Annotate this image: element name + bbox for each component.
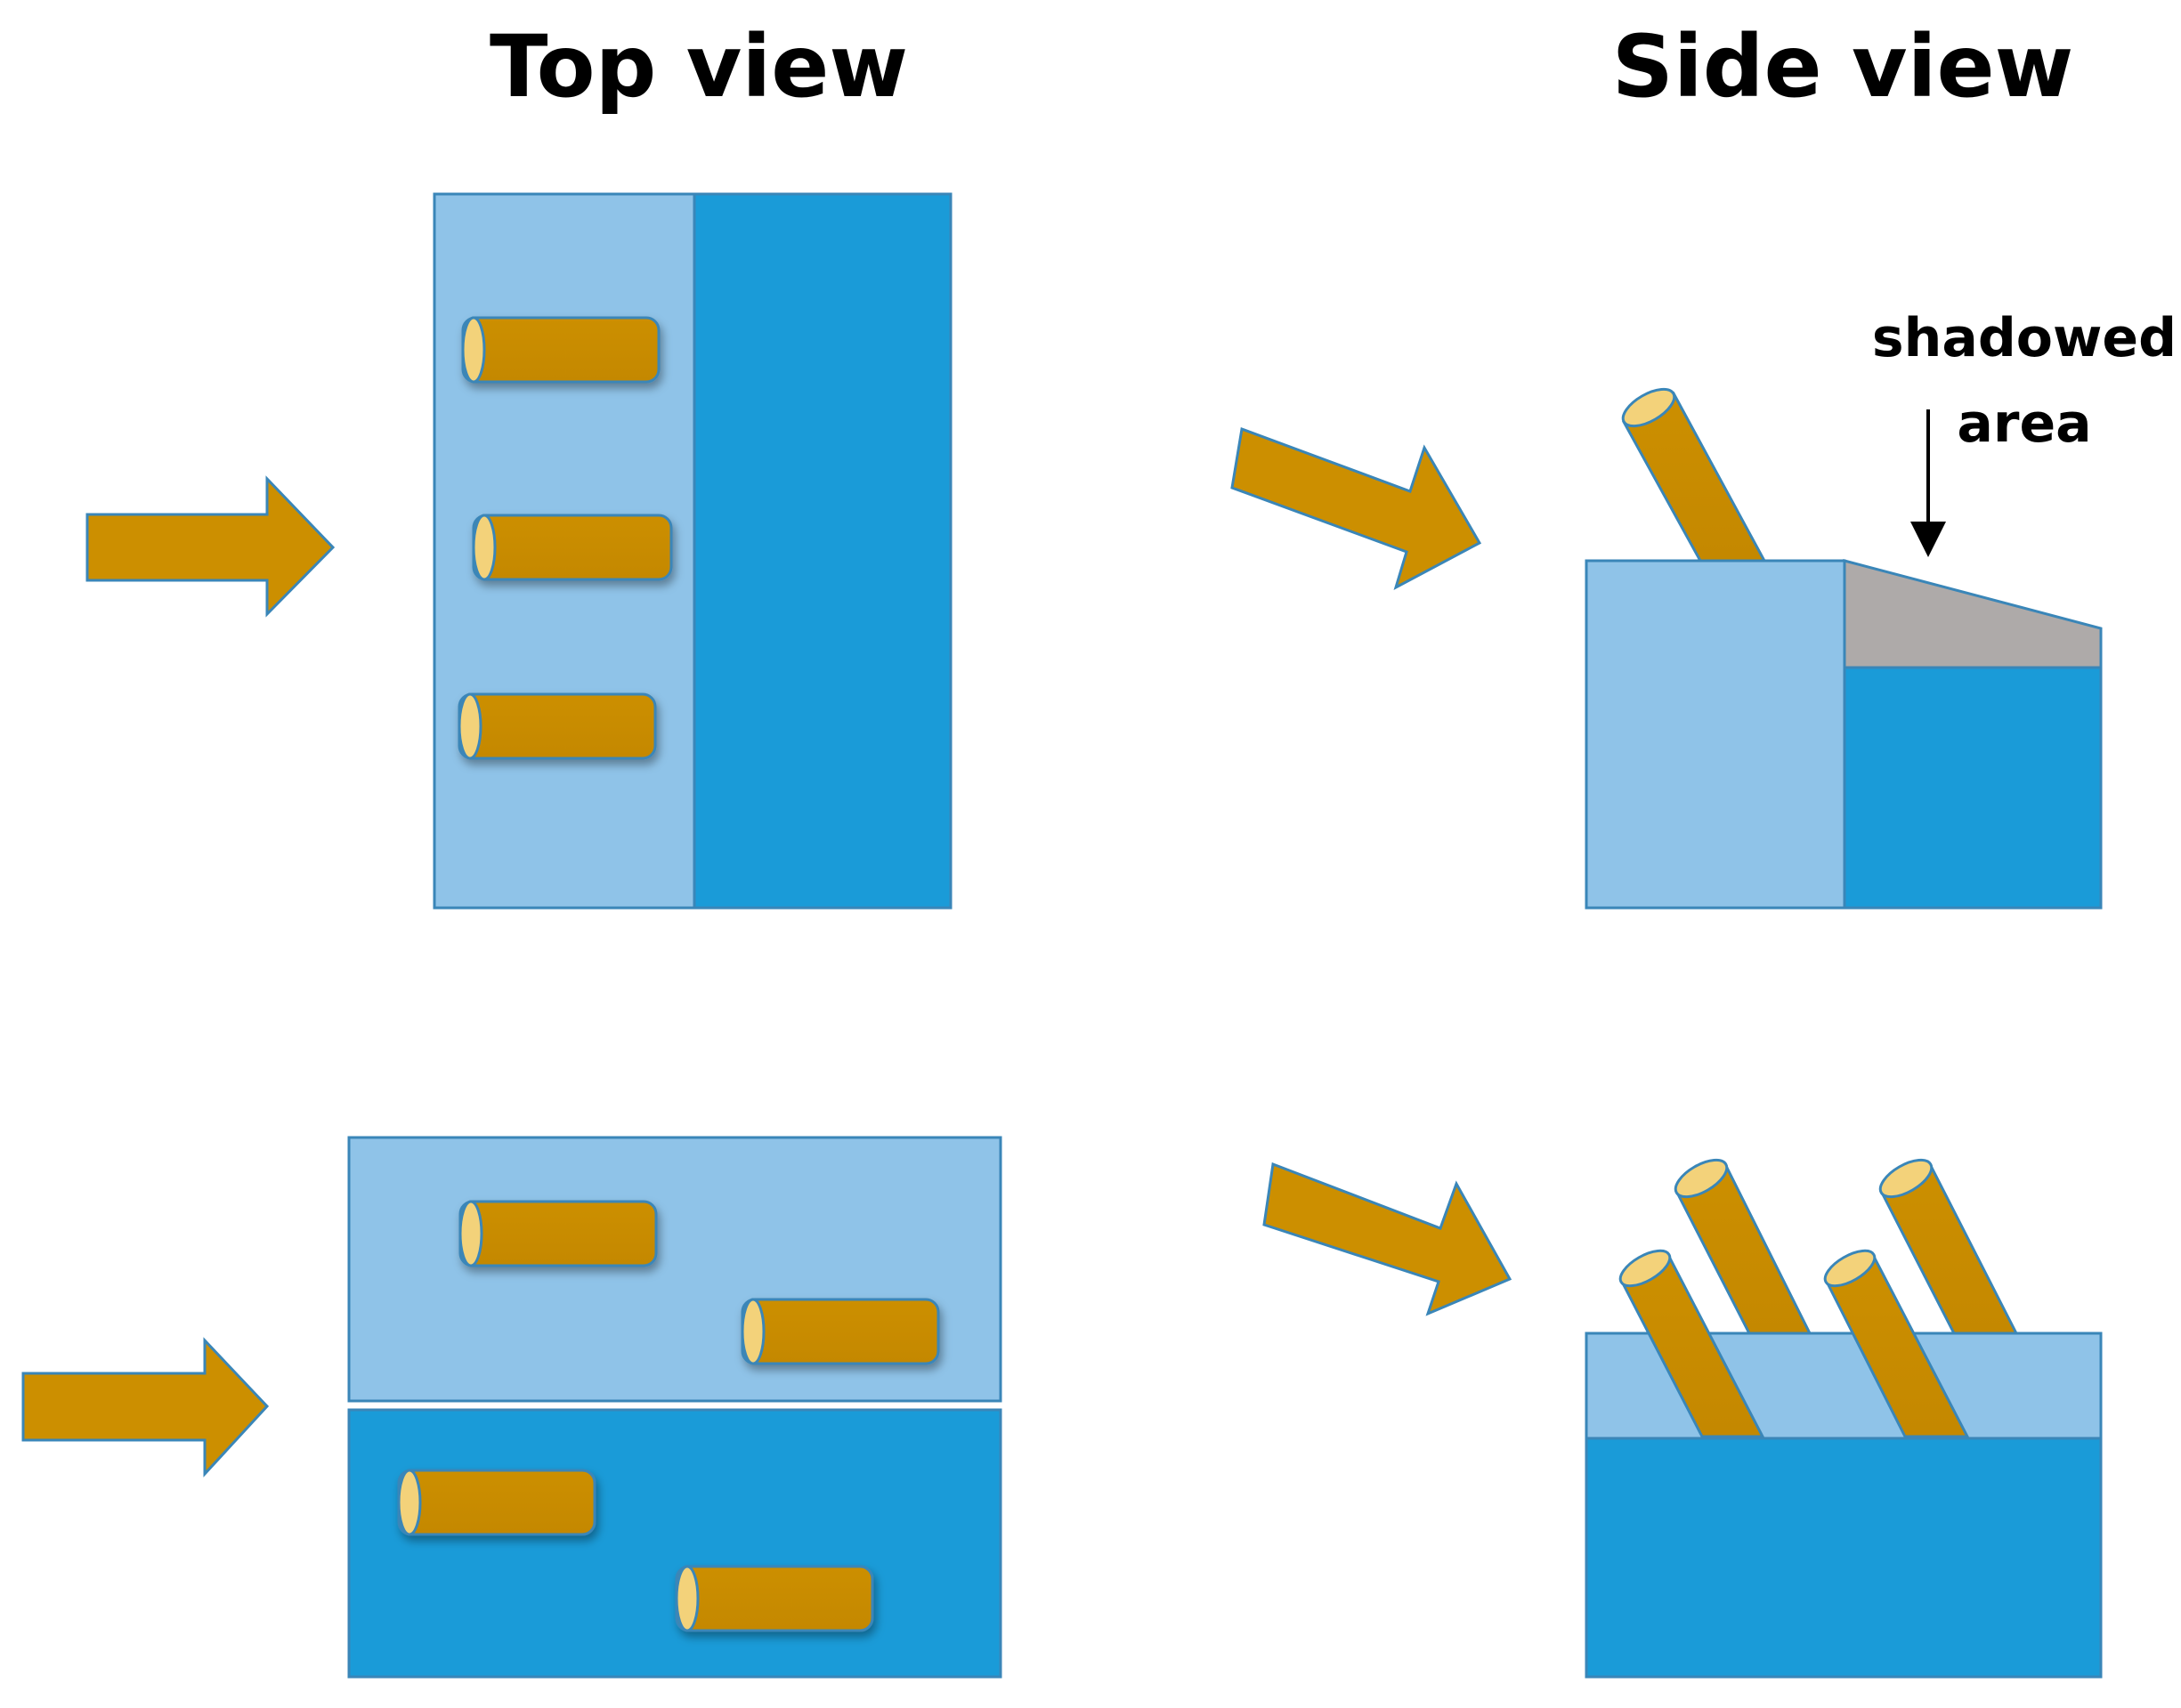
- nanorod-top-2: [472, 514, 673, 581]
- side-view-dark-block-2: [1585, 1437, 2103, 1679]
- nanorod-top-5: [741, 1298, 940, 1365]
- flux-arrow-side-top: [1230, 426, 1482, 591]
- side-view-dark-block-1: [1843, 666, 2103, 910]
- side-view-light-block-1: [1585, 559, 1846, 910]
- shadowed-area: [1843, 559, 2103, 669]
- flux-arrow-side-bottom: [1262, 1162, 1512, 1316]
- nanorod-top-6: [397, 1469, 596, 1536]
- side-view-heading: Side view: [1612, 17, 2074, 117]
- annotation-shadowed: shadowed: [1872, 307, 2177, 369]
- nanorod-top-3: [458, 692, 657, 760]
- nanorod-side-5: [1823, 1249, 1970, 1438]
- flux-arrow-top-bottom: [21, 1337, 270, 1477]
- annotation-area: area: [1957, 393, 2091, 455]
- top-view-dark-region-2: [347, 1408, 1002, 1679]
- nanorod-top-1: [461, 316, 661, 384]
- top-view-dark-region-1: [693, 192, 953, 910]
- nanorod-side-1: [1621, 387, 1767, 563]
- top-view-heading: Top view: [490, 17, 908, 117]
- nanorod-side-3: [1878, 1158, 2020, 1337]
- nanorod-top-7: [675, 1565, 874, 1632]
- flux-arrow-top-left: [85, 475, 336, 618]
- nanorod-top-4: [458, 1200, 658, 1267]
- nanorod-side-4: [1618, 1249, 1765, 1438]
